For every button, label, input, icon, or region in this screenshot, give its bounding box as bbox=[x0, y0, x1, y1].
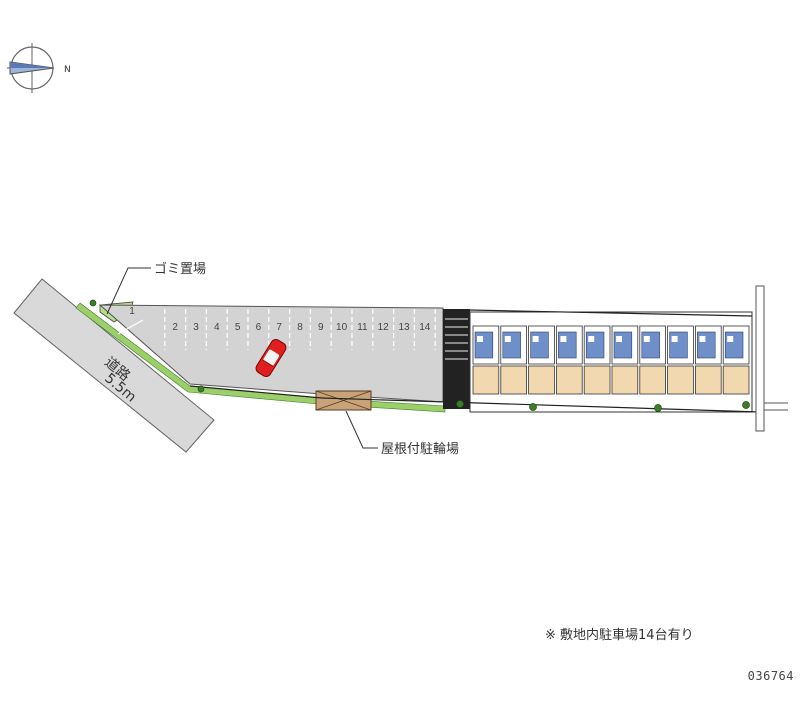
building-unit bbox=[583, 325, 611, 395]
building-unit bbox=[667, 325, 694, 395]
parking-stall-number: 8 bbox=[297, 322, 303, 333]
building-unit bbox=[528, 325, 555, 395]
parking-stall-number: 12 bbox=[378, 322, 390, 333]
building-unit bbox=[500, 325, 527, 395]
building-units bbox=[472, 325, 750, 395]
tree-icons bbox=[89, 299, 750, 412]
parking-stall-divider bbox=[117, 319, 144, 335]
parking-stall-number: 9 bbox=[318, 322, 324, 333]
car-icon bbox=[255, 339, 287, 377]
bicycle-shed-label: 屋根付駐輪場 bbox=[381, 441, 459, 457]
site-boundary bbox=[189, 309, 761, 413]
bicycle-shed-leader bbox=[345, 410, 378, 449]
compass-icon: N bbox=[7, 43, 71, 93]
parking-stall-number: 3 bbox=[193, 322, 199, 333]
parking-stall-number: 1 bbox=[129, 306, 135, 317]
parking-stall-number: 6 bbox=[256, 322, 262, 333]
bicycle-shed bbox=[315, 390, 372, 411]
parking-stall-number: 7 bbox=[276, 322, 282, 333]
parking-stall-number: 4 bbox=[214, 322, 220, 333]
apartment-building bbox=[469, 311, 753, 413]
parking-stall-number: 13 bbox=[398, 322, 410, 333]
parking-stall-number: 10 bbox=[336, 322, 348, 333]
building-unit bbox=[611, 325, 639, 395]
parking-stall-number: 5 bbox=[235, 322, 241, 333]
walkway-pattern bbox=[445, 318, 468, 360]
side-road bbox=[755, 285, 788, 432]
building-unit bbox=[472, 325, 500, 395]
compass-north-label: N bbox=[64, 65, 71, 75]
garbage-leader bbox=[106, 267, 151, 315]
building-unit bbox=[722, 325, 750, 395]
garbage-area-label: ゴミ置場 bbox=[154, 261, 206, 277]
parking-footnote: ※ 敷地内駐車場14台有り bbox=[545, 628, 694, 643]
building-unit bbox=[695, 325, 722, 395]
parking-stall-number: 11 bbox=[357, 322, 368, 333]
map-id: 036764 bbox=[747, 669, 794, 683]
parking-stall-lines bbox=[117, 309, 436, 350]
building-unit bbox=[556, 325, 583, 395]
building-unit bbox=[639, 325, 666, 395]
parking-stall-number: 14 bbox=[419, 322, 431, 333]
parking-stall-number: 2 bbox=[172, 322, 178, 333]
